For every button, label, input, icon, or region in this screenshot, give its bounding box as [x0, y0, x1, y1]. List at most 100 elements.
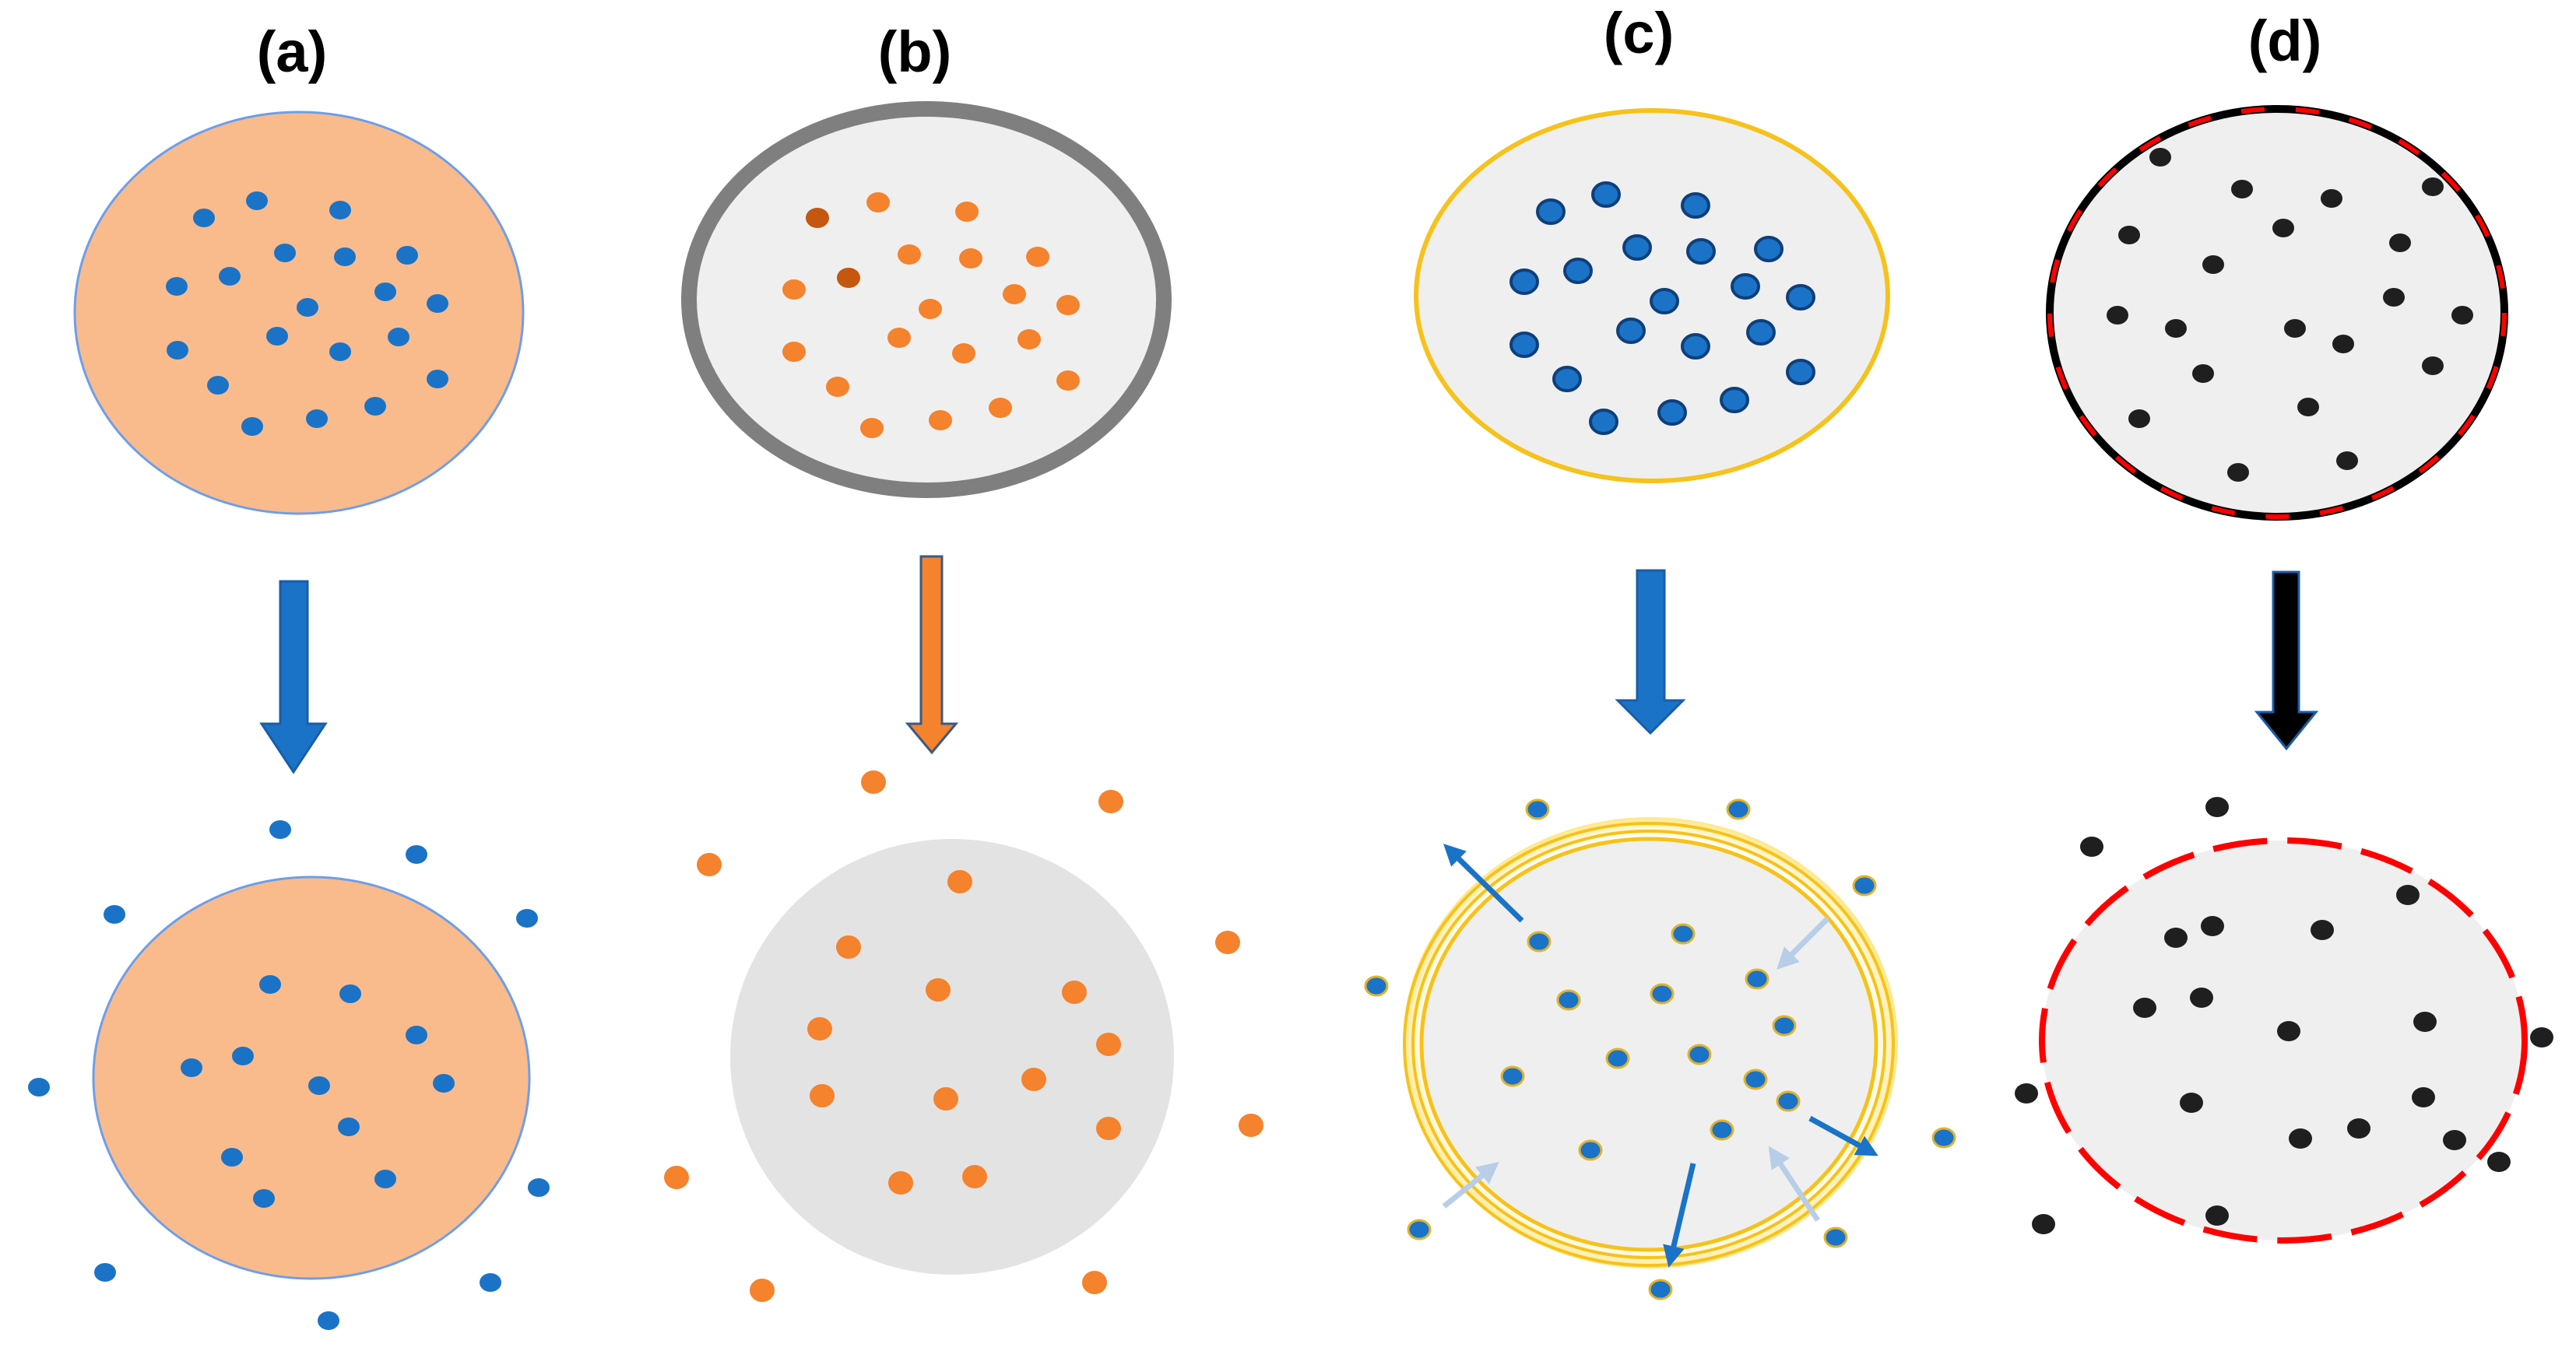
particle — [2149, 148, 2171, 167]
particle — [962, 1165, 987, 1188]
particle — [364, 397, 386, 416]
particle — [28, 1078, 50, 1097]
particle — [2032, 1214, 2055, 1234]
particle — [219, 267, 241, 286]
panel-b-down-arrow — [905, 555, 959, 755]
uptake-arrow — [1442, 1161, 1499, 1209]
particle — [2231, 180, 2253, 198]
particle — [861, 770, 886, 794]
particle — [406, 1026, 427, 1044]
panel-c-after-particles — [1364, 798, 1956, 1300]
particle — [388, 328, 409, 346]
particle — [919, 299, 942, 319]
panel-c-shell-rings — [1403, 822, 1895, 1267]
particle — [1098, 790, 1123, 813]
particle — [2413, 1012, 2437, 1032]
particle — [306, 409, 328, 428]
particle — [959, 248, 982, 268]
particle — [2133, 998, 2156, 1018]
particle — [2202, 255, 2224, 274]
particle — [2336, 451, 2358, 470]
particle — [750, 1279, 775, 1302]
panel-c-before — [1414, 108, 1890, 483]
particle — [810, 1084, 835, 1107]
particle — [2321, 189, 2342, 208]
panel-c-outward-arrows — [1443, 844, 1878, 1268]
panel-b-after — [664, 770, 1263, 1302]
particle — [2128, 409, 2150, 428]
particle — [955, 202, 979, 222]
particle — [253, 1189, 275, 1208]
shell-ring — [1419, 837, 1878, 1252]
particle — [2383, 288, 2405, 307]
panel-d-before-particles — [2107, 148, 2473, 482]
particle — [860, 418, 884, 438]
panel-b-after-particles — [664, 770, 1263, 1302]
panel-label-d: (d) — [2248, 9, 2322, 73]
uptake-arrow — [1768, 1146, 1820, 1222]
particle — [2289, 1128, 2312, 1149]
particle — [1754, 236, 1784, 262]
particle — [1096, 1117, 1121, 1140]
particle — [1056, 295, 1080, 315]
panel-label-c: (c) — [1604, 1, 1674, 65]
particle — [782, 342, 806, 362]
particle — [1743, 1069, 1768, 1090]
particle — [1062, 981, 1087, 1004]
particle — [2118, 226, 2140, 244]
particle — [1710, 1119, 1734, 1141]
particle — [334, 247, 356, 266]
particle — [1578, 1139, 1603, 1161]
particle — [2297, 398, 2319, 416]
particle — [807, 1017, 832, 1040]
particle — [1056, 370, 1080, 391]
particle — [2107, 306, 2128, 325]
particle — [1931, 1127, 1956, 1149]
panel-d-after-particle-carrier — [2042, 840, 2525, 1240]
panel-a-down-arrow — [259, 580, 328, 774]
particle — [2205, 1205, 2229, 1226]
particle — [2311, 920, 2334, 940]
panel-b-before — [681, 101, 1172, 498]
particle — [181, 1058, 202, 1077]
particle — [1536, 198, 1566, 225]
panel-label-a: (a) — [257, 19, 327, 84]
particle — [1650, 288, 1679, 314]
particle — [1852, 875, 1877, 897]
particle — [2277, 1021, 2300, 1041]
particle — [396, 246, 418, 265]
particle — [1681, 192, 1710, 219]
particle — [836, 935, 861, 959]
panel-label-b: (b) — [878, 19, 952, 84]
particle — [259, 975, 281, 994]
particle — [933, 1087, 958, 1111]
particle — [1591, 181, 1621, 208]
particle — [1681, 333, 1710, 360]
particle — [1552, 366, 1582, 392]
particle — [926, 978, 951, 1002]
particle — [2284, 319, 2306, 338]
particle — [2530, 1027, 2553, 1047]
particle — [374, 1170, 396, 1188]
particle — [806, 208, 829, 228]
particle — [1746, 319, 1776, 346]
uptake-arrow — [1776, 916, 1830, 970]
particle — [241, 417, 263, 436]
particle — [929, 410, 952, 430]
particle — [1017, 329, 1041, 349]
panel-b-after-particle-carrier — [730, 839, 1174, 1275]
particle — [166, 277, 188, 296]
particle — [94, 1263, 116, 1282]
panel-c — [1364, 108, 1956, 1300]
particle — [1509, 268, 1539, 295]
panel-c-before-particles — [1509, 181, 1815, 435]
particle — [516, 909, 538, 928]
particle — [1745, 968, 1769, 990]
particle — [2080, 837, 2103, 857]
panel-c-inward-arrows — [1442, 916, 1830, 1222]
particle — [2272, 219, 2294, 237]
particle — [2201, 916, 2224, 936]
particle — [2396, 885, 2420, 905]
shell-ring — [1411, 830, 1886, 1259]
particle — [1509, 332, 1539, 358]
